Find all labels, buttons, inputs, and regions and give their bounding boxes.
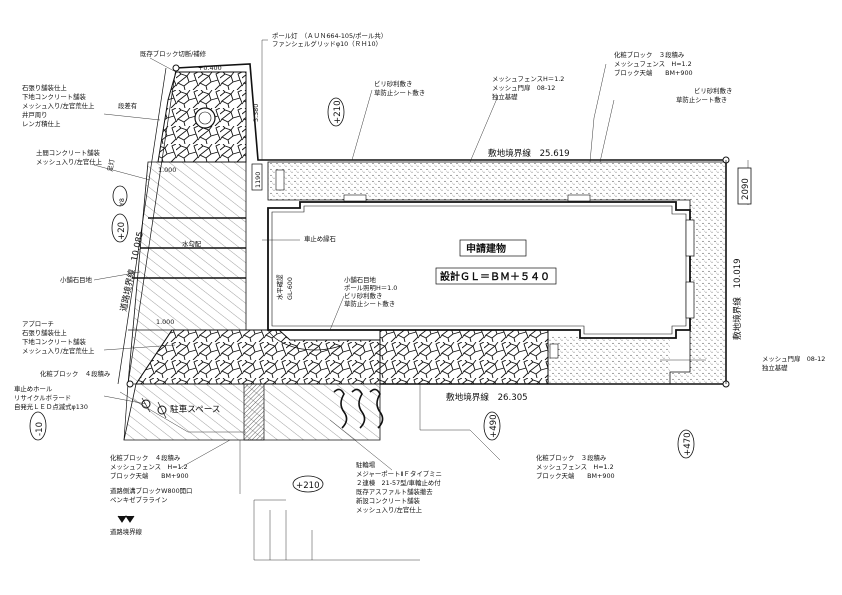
stone-pavement-south-strip [379, 329, 549, 385]
dim-2090: 2090 [741, 178, 751, 200]
label-approach-4: メッシュ入り/左官荒仕上 [22, 346, 95, 355]
label-parking-space: 駐車スペース [170, 403, 221, 415]
label-cblock3-1: 化粧ブロック ３段積み [614, 50, 685, 59]
building-outline [267, 201, 691, 339]
label-curb-2: ペンキゼブラライン [110, 495, 168, 504]
label-gate-2: 独立基礎 [762, 363, 788, 372]
label-curb-1: 道路側溝ブロックW800開口 [110, 486, 192, 495]
dim-pos: +0.400 [198, 64, 222, 72]
label-stop-3: 自発光ＬＥＤ点滅式φ130 [14, 402, 88, 411]
dimension-box-2090 [737, 167, 752, 205]
label-cblock4b-1: 化粧ブロック ４段積み [110, 453, 181, 462]
well-icon [194, 107, 216, 129]
label-parking-1: 駐輪場 [356, 460, 376, 469]
level-markers [29, 97, 695, 493]
label-cblock4b-2: メッシュフェンス H=1.2 [110, 463, 188, 471]
label-stone-2: 下地コンクリート舗装 [22, 92, 87, 101]
label-mid-1: 小舗石目地 [344, 275, 377, 284]
label-gravel-e1: ビリ砂利敷き [694, 86, 732, 95]
label-inner-small: 水平確認 [275, 274, 284, 300]
dim-1190: 1190 [254, 172, 262, 188]
label-cblock3b-1: 化粧ブロック ３段積み [536, 453, 607, 462]
boundary-east: 敷地境界線 10.019 [731, 258, 743, 340]
label-drain: 水勾配 [182, 239, 202, 248]
label-mid-4: 草防止シート敷き [344, 299, 395, 308]
label-cblock4b-3: ブロック天端 BM+900 [110, 471, 189, 480]
label-approach-3: 下地コンクリート舗装 [22, 337, 87, 346]
boundary-north: 敷地境界線 25.619 [488, 147, 570, 159]
label-stone-3: メッシュ入り/左官荒仕上 [22, 101, 95, 110]
label-footlight: 足灯 [105, 158, 116, 173]
label-parking-5: 新設コンクリート舗装 [356, 496, 421, 505]
level-m10: -10 [35, 422, 45, 436]
level-p210b: +210 [296, 481, 320, 491]
level-p20: +20 [117, 222, 127, 240]
label-step: 段差有 [118, 101, 137, 110]
label-small-stone: 小舗石目地 [60, 275, 93, 284]
label-stop-2: リサイクルボラード [14, 394, 71, 402]
label-inner-small2: GL-600 [286, 277, 294, 300]
label-earth-2: メッシュ入り/左官仕上 [36, 157, 103, 166]
label-cblock3-3: ブロック天端 BM+900 [614, 68, 693, 77]
label-stop-1: 車止めホール [14, 384, 53, 393]
label-block-cut: 既存ブロック切断/補修 [140, 49, 207, 58]
label-cblock4-top: 化粧ブロック ４段積み [40, 369, 111, 378]
site-boundary-line [175, 63, 727, 385]
gravel-strip-east [548, 336, 670, 384]
label-parking-3: ２連棟 21-57型/車輪止め付 [356, 478, 441, 487]
label-gravel-n2: 草防止シート敷き [374, 88, 425, 97]
label-stone-5: レンガ積仕上 [22, 119, 61, 128]
level-y8: Y8 [118, 198, 126, 207]
label-mid-2: ポール照明H＝1.0 [344, 284, 397, 292]
level-p490: +490 [489, 414, 499, 438]
level-p470: +470 [683, 432, 693, 456]
building-title: 申請建物 [466, 242, 506, 255]
dim-3380: 3.380 [252, 104, 260, 122]
label-fence-1: メッシュフェンスH＝1.2 [492, 75, 564, 83]
label-earth-1: 土間コンクリート舗装 [36, 148, 101, 157]
label-pole-light-1: ポール灯 （ＡＵＮ664-105/ポール共） [272, 31, 387, 40]
label-gate-1: メッシュ門扉 08-12 [762, 354, 825, 363]
label-car-stop-edge: 車止め縁石 [304, 234, 336, 243]
drain-grate [243, 383, 265, 441]
label-approach-1: アプローチ [22, 320, 54, 328]
dim-1000: 1.000 [158, 166, 176, 174]
label-parking-6: メッシュ入り/左官仕上 [356, 505, 423, 514]
label-cblock3-2: メッシュフェンス H=1.2 [614, 60, 692, 68]
label-gravel-n1: ビリ砂利敷き [374, 79, 412, 88]
label-fence-3: 独立基礎 [492, 92, 518, 101]
dimension-box-1190 [251, 163, 263, 191]
dim-1000b: 1.000 [156, 318, 174, 326]
label-approach-2: 石張り舗装仕上 [22, 328, 67, 337]
label-stone-4: 井戸周り [22, 110, 48, 119]
leader-lines [93, 39, 749, 494]
boundary-south: 敷地境界線 26.305 [446, 391, 528, 403]
label-fence-2: メッシュ門扉 08-12 [492, 83, 555, 92]
label-parking-4: 既存アスファルト舗装撤去 [356, 487, 433, 496]
label-mid-3: ビリ砂利敷き [344, 291, 382, 300]
label-road-boundary: 道路境界線 [110, 527, 143, 536]
level-p210a: +210 [333, 100, 343, 124]
bicycle-rack-icon [333, 388, 384, 429]
design-gl: 設計ＧＬ＝ＢＭ＋５４０ [440, 270, 550, 283]
label-gravel-e2: 草防止シート敷き [676, 95, 727, 104]
label-cblock3b-3: ブロック天端 BM+900 [536, 471, 615, 480]
label-stone-1: 石張り舗装仕上 [22, 83, 67, 92]
label-cblock3b-2: メッシュフェンス H=1.2 [536, 463, 614, 471]
entrance-arc [267, 329, 341, 351]
road-boundary-marker-icon [117, 515, 135, 523]
label-pole-light-2: ファンシェルグリッドφ10（ＲＨ10） [272, 39, 382, 48]
label-parking-2: メジャーポートⅡＦタイプミニ [356, 469, 442, 478]
